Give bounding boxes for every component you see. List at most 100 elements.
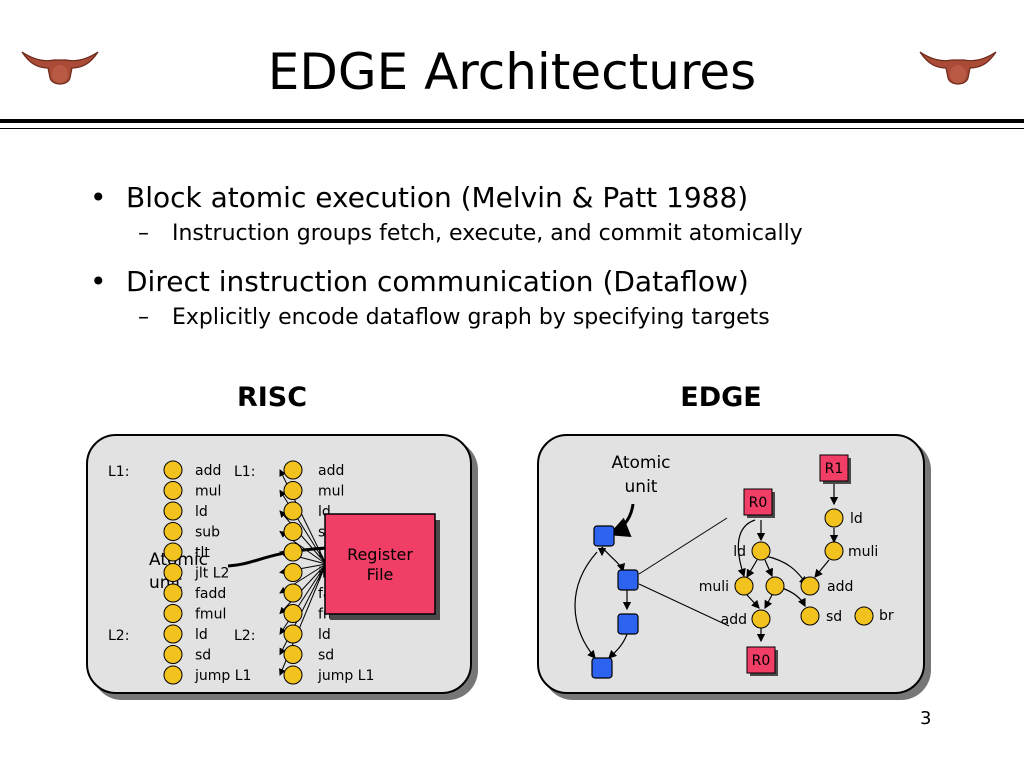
node-label: muli bbox=[699, 579, 729, 595]
instruction-node bbox=[163, 583, 183, 603]
instruction-node bbox=[283, 542, 303, 562]
instruction-label: ld bbox=[318, 627, 331, 643]
register-file-label: File bbox=[367, 565, 394, 584]
dataflow-node-sd bbox=[800, 606, 820, 626]
instruction-node bbox=[163, 501, 183, 521]
block-arrow bbox=[574, 551, 598, 659]
edge-heading: EDGE bbox=[680, 382, 762, 413]
register-r0 bbox=[743, 488, 773, 516]
sub-bullet-item: –Instruction groups fetch, execute, and … bbox=[138, 221, 803, 246]
instruction-block bbox=[593, 525, 615, 547]
instruction-block bbox=[617, 569, 639, 591]
node-label: br bbox=[879, 608, 894, 624]
instruction-node bbox=[283, 624, 303, 644]
instruction-label: jump L1 bbox=[317, 668, 374, 684]
atomic-label: Atomic bbox=[149, 550, 208, 570]
zoom-line bbox=[638, 517, 728, 575]
slide-title: EDGE Architectures bbox=[267, 43, 757, 101]
instruction-label: add bbox=[318, 463, 344, 479]
dataflow-arrow bbox=[764, 559, 773, 578]
zoom-line bbox=[638, 583, 730, 627]
longhorn-logo-right bbox=[919, 51, 997, 85]
instruction-label: mul bbox=[195, 484, 221, 500]
instruction-node bbox=[163, 604, 183, 623]
dataflow-node-br bbox=[854, 606, 874, 626]
dataflow-arrow bbox=[814, 559, 830, 578]
dataflow-node-add bbox=[800, 576, 820, 596]
instruction-node bbox=[283, 563, 303, 582]
dataflow-arrow bbox=[746, 559, 758, 579]
instruction-node bbox=[163, 481, 183, 500]
instruction-node bbox=[163, 542, 183, 562]
instruction-label: add bbox=[195, 463, 221, 479]
block-arrow bbox=[601, 546, 626, 573]
instruction-node bbox=[163, 563, 183, 582]
dataflow-arrow bbox=[781, 587, 806, 608]
instruction-node bbox=[283, 481, 303, 500]
instruction-node bbox=[283, 645, 303, 664]
bullet-item: •Direct instruction communication (Dataf… bbox=[90, 265, 749, 298]
bullet-item: •Block atomic execution (Melvin & Patt 1… bbox=[90, 181, 749, 214]
register-label: R0 bbox=[749, 495, 768, 511]
register-arrow bbox=[279, 489, 327, 565]
label-l2: L2: bbox=[108, 628, 129, 644]
node-label: sd bbox=[826, 609, 842, 625]
dataflow-node-ld bbox=[751, 541, 771, 561]
label-l1: L1: bbox=[108, 464, 129, 480]
instruction-node bbox=[163, 665, 183, 685]
title-rule-thin bbox=[0, 128, 1024, 129]
register-r0 bbox=[746, 646, 776, 674]
instruction-label: sd bbox=[195, 648, 211, 664]
instruction-node bbox=[283, 665, 303, 685]
instruction-label: mul bbox=[318, 484, 344, 500]
node-label: add bbox=[827, 579, 853, 595]
instruction-block bbox=[591, 657, 613, 679]
register-arrow bbox=[279, 563, 327, 615]
atomic-label: Atomic bbox=[611, 453, 670, 473]
node-label: ld bbox=[850, 511, 863, 527]
instruction-node bbox=[163, 460, 183, 480]
instruction-label: ld bbox=[195, 627, 208, 643]
register-arrow bbox=[279, 510, 327, 565]
edge-diagram: Atomic unit R0 R1 R0 ld bbox=[574, 453, 894, 679]
instruction-node bbox=[283, 583, 303, 603]
sub-bullet-item: –Explicitly encode dataflow graph by spe… bbox=[138, 305, 770, 330]
risc-heading: RISC bbox=[236, 382, 308, 413]
instruction-node bbox=[163, 522, 183, 541]
atomic-arrow bbox=[227, 546, 327, 568]
register-arrow bbox=[279, 563, 327, 635]
dataflow-node-muli bbox=[824, 541, 844, 561]
instruction-node bbox=[283, 501, 303, 521]
instruction-label: ld bbox=[195, 504, 208, 520]
instruction-label: sub bbox=[195, 525, 220, 541]
atomic-label: unit bbox=[625, 477, 658, 497]
bullet-list: •Block atomic execution (Melvin & Patt 1… bbox=[90, 178, 990, 346]
label-l2: L2: bbox=[234, 628, 255, 644]
instruction-label: fmul bbox=[195, 607, 226, 623]
register-label: R0 bbox=[752, 653, 771, 669]
dataflow-arrow bbox=[746, 594, 760, 609]
instruction-node bbox=[163, 645, 183, 664]
register-file-label: Register bbox=[347, 545, 413, 564]
instruction-node bbox=[163, 624, 183, 644]
edge-panel: Atomic unit R0 R1 R0 ld bbox=[537, 434, 925, 694]
instruction-node bbox=[283, 522, 303, 541]
node-label: ld bbox=[733, 544, 746, 560]
register-file bbox=[324, 513, 436, 615]
instruction-block bbox=[617, 613, 639, 635]
node-label: muli bbox=[848, 544, 878, 560]
instruction-label: jlt L2 bbox=[194, 566, 229, 582]
instruction-node bbox=[283, 460, 303, 480]
node-label: add bbox=[721, 612, 747, 628]
longhorn-logo-left bbox=[21, 51, 99, 85]
dataflow-arrow bbox=[764, 594, 773, 610]
title-rule-thick bbox=[0, 119, 1024, 123]
block-arrow bbox=[608, 633, 628, 659]
register-r1 bbox=[819, 454, 849, 482]
dataflow-node bbox=[765, 576, 785, 596]
dataflow-arrow bbox=[737, 519, 756, 578]
instruction-label: sd bbox=[318, 648, 334, 664]
